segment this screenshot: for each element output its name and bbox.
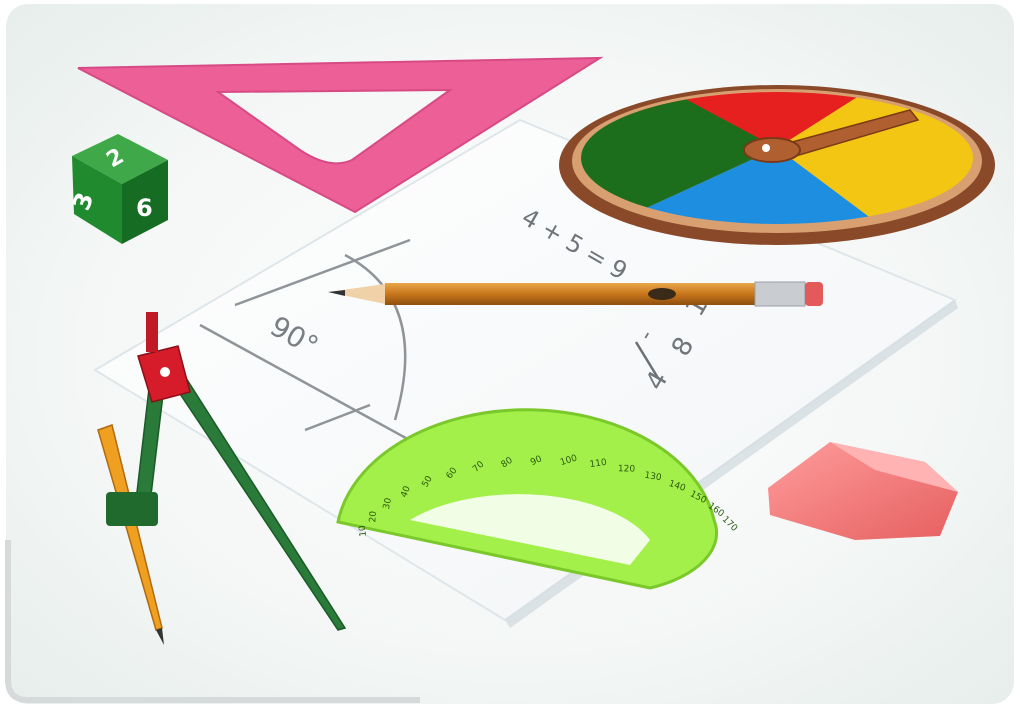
frame-shadow-edge (5, 540, 420, 703)
protractor-scale-label: 10 (358, 524, 369, 537)
protractor-scale-label: 40 (399, 485, 412, 500)
eraser-top (830, 442, 958, 492)
angle-arc (344, 253, 407, 421)
compass (97, 312, 347, 645)
spinner-pivot (762, 144, 770, 152)
pencil-eraser-tip (805, 282, 823, 306)
pencil-brand-mark (648, 288, 676, 300)
pencil-ferrule (754, 281, 806, 307)
die-right-face (122, 160, 168, 244)
spinner-hub (743, 137, 801, 163)
die-top-face (72, 134, 168, 184)
pencil-body (385, 283, 755, 305)
spinner-sector-red (581, 92, 900, 148)
protractor-scale-label: 30 (382, 497, 394, 511)
die: 2 3 6 (67, 134, 168, 244)
protractor-scale-label: 20 (368, 511, 379, 523)
pencil-tip-wood (328, 284, 385, 304)
pencil-lead (328, 290, 345, 296)
angle-line-bottom (304, 403, 371, 432)
protractor-window (410, 494, 650, 565)
subtraction-bar (634, 341, 660, 379)
protractor-scale-label: 120 (618, 464, 636, 474)
pencil (328, 281, 823, 307)
spinner-sector-blue (620, 148, 900, 224)
die-left-face (72, 156, 122, 244)
protractor-scale-label: 100 (559, 454, 579, 469)
compass-handle (146, 312, 158, 352)
die-face-right: 6 (136, 194, 153, 222)
set-square (77, 56, 604, 214)
protractor-scale-label: 110 (589, 458, 608, 470)
compass-pencil-lead (156, 628, 164, 645)
compass-hinge (160, 367, 170, 377)
protractor-scale-label: 130 (644, 471, 663, 484)
spinner (559, 85, 995, 245)
compass-clamp (106, 492, 158, 526)
angle-line-top (234, 238, 411, 307)
eraser (768, 442, 958, 540)
protractor-scale-label: 90 (529, 454, 544, 468)
